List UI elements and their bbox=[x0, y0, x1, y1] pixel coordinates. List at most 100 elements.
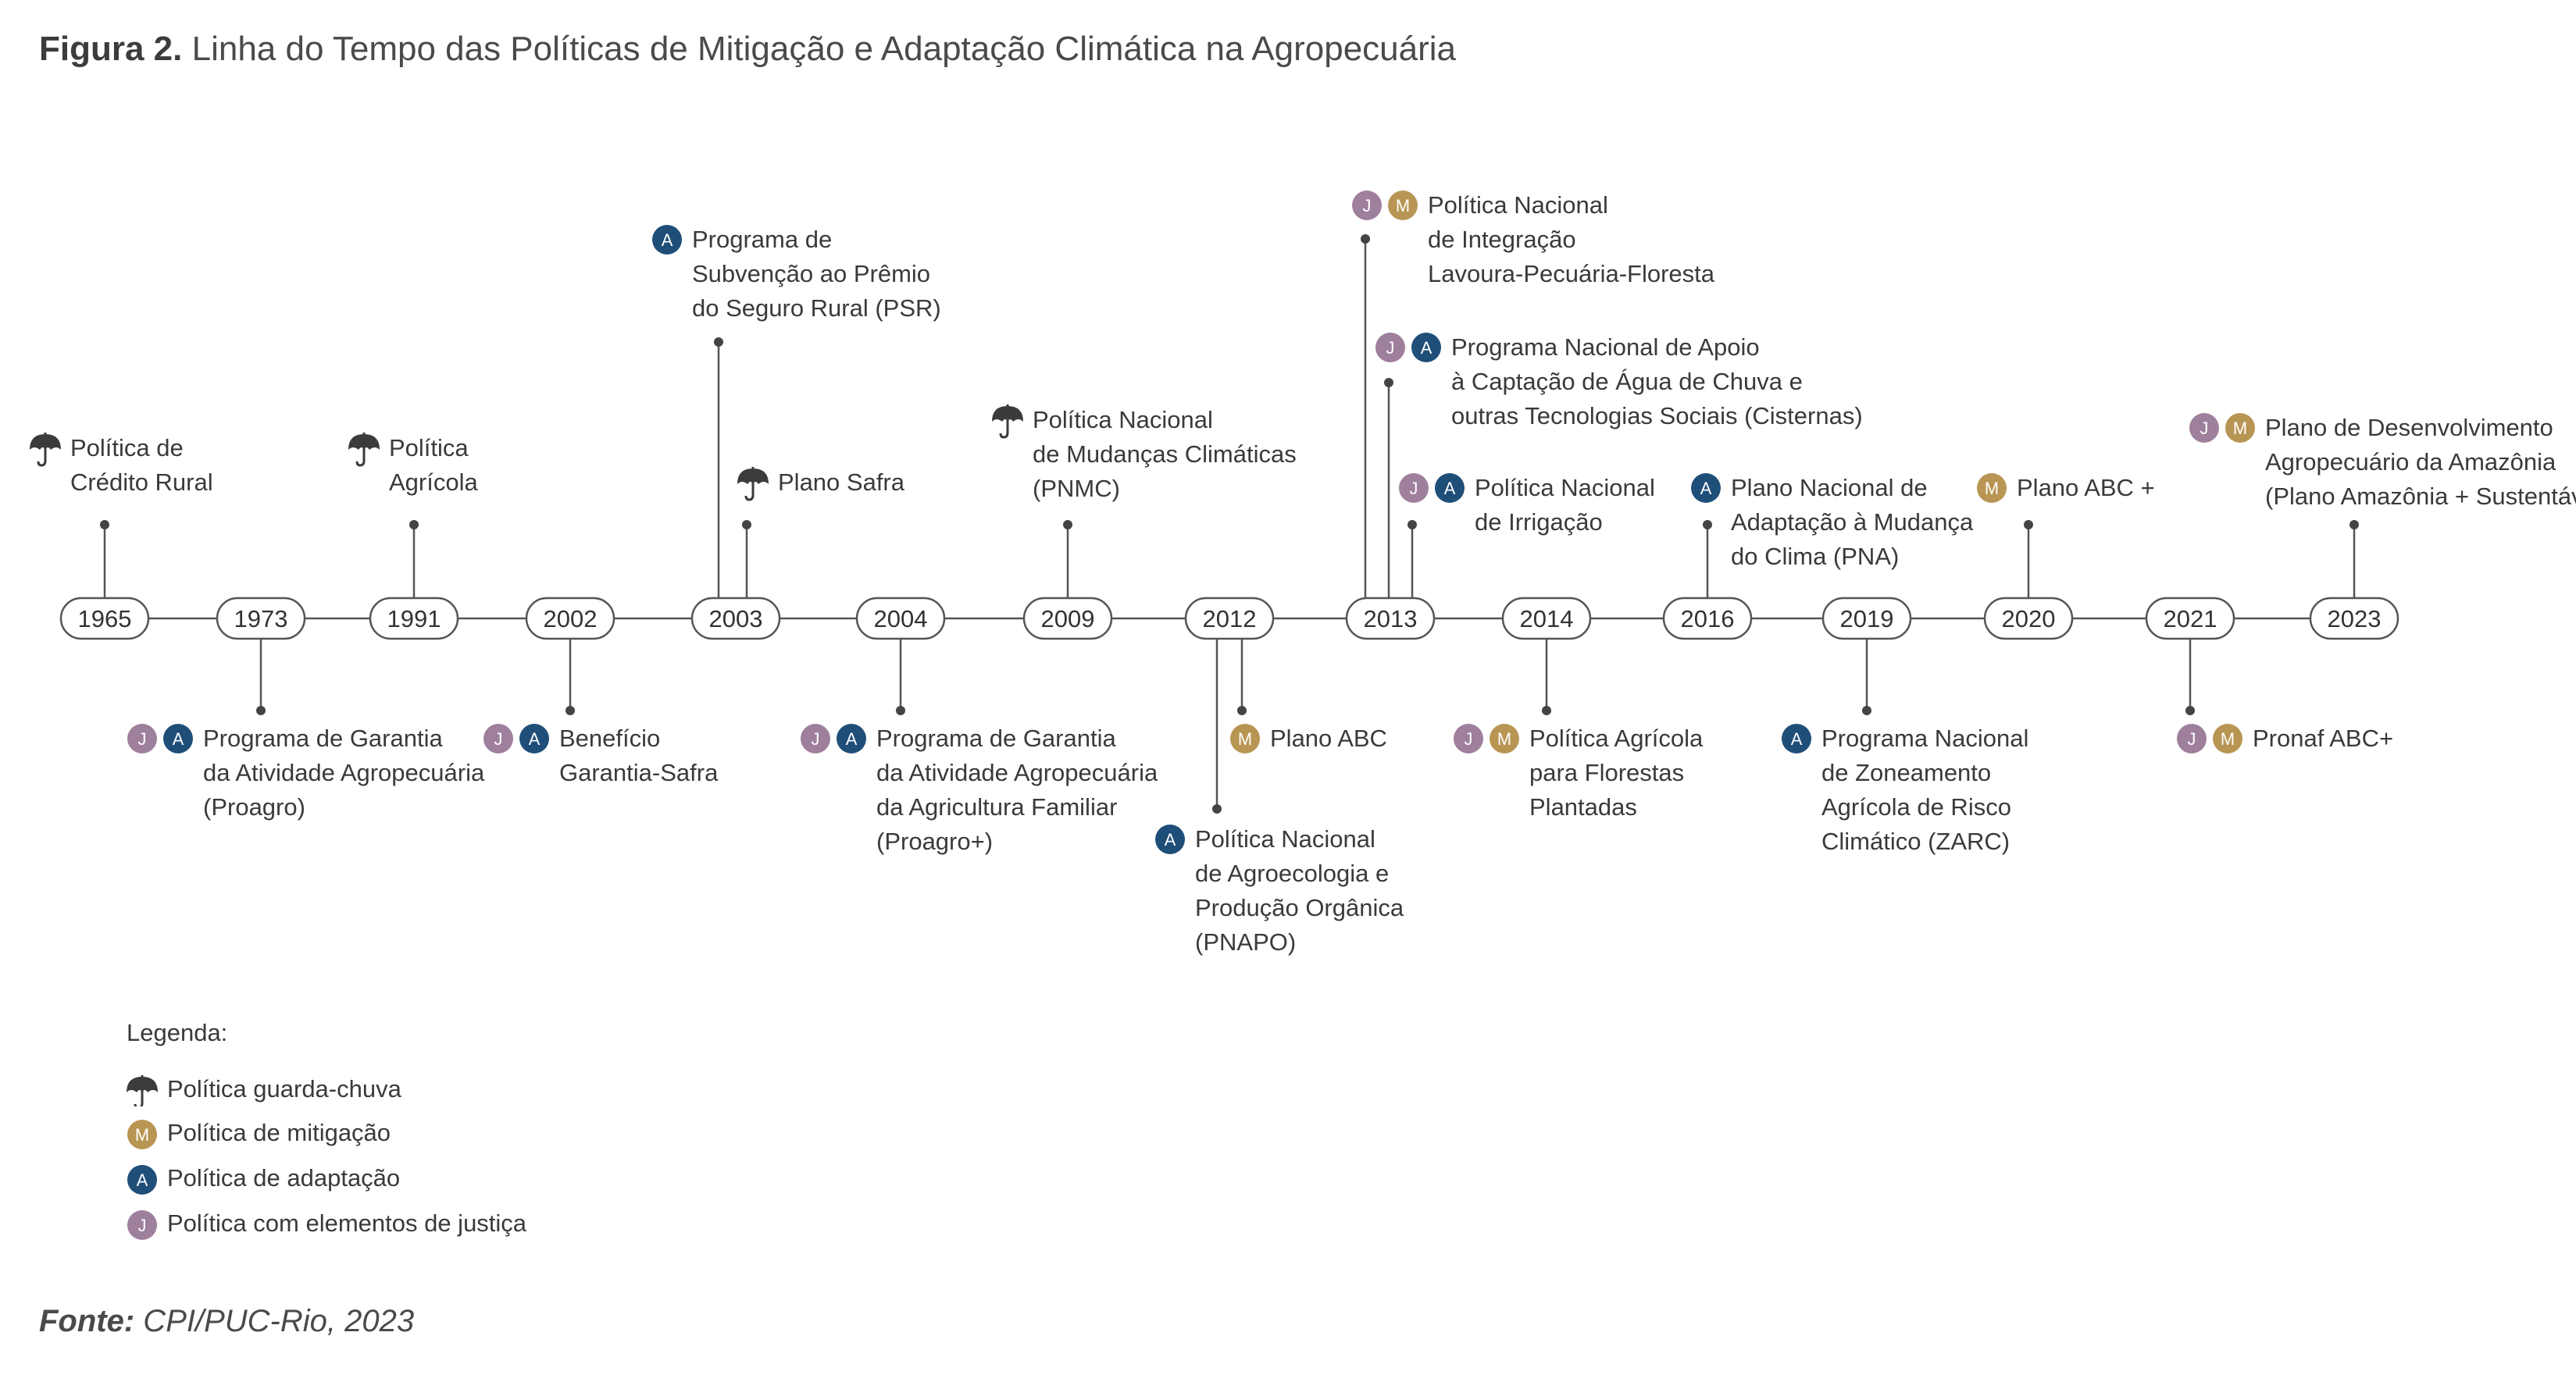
figure-source-text: CPI/PUC-Rio, 2023 bbox=[134, 1304, 415, 1338]
adaptation-badge-icon: A bbox=[1411, 333, 1441, 362]
event-text-line: Programa Nacional bbox=[1821, 725, 2029, 752]
year-marker-2019: 2019 bbox=[1821, 597, 1912, 640]
justice-badge-icon: J bbox=[801, 724, 830, 753]
event-text-line: Plano de Desenvolvimento bbox=[2265, 414, 2553, 441]
event-dot bbox=[256, 706, 266, 715]
event-text-line: (PNMC) bbox=[1033, 475, 1120, 502]
year-marker-2013: 2013 bbox=[1345, 597, 1436, 640]
event-text-line: da Atividade Agropecuária bbox=[876, 759, 1158, 786]
event-dot bbox=[1384, 378, 1393, 387]
event-text-line: Programa Nacional de Apoio bbox=[1451, 333, 1760, 361]
event-text-line: Subvenção ao Prêmio bbox=[692, 260, 931, 287]
justice-badge-icon: J bbox=[1399, 473, 1429, 503]
svg-text:M: M bbox=[1497, 729, 1511, 749]
event-dot bbox=[742, 520, 751, 529]
svg-text:A: A bbox=[1421, 338, 1432, 358]
event-dot bbox=[1063, 520, 1072, 529]
mitigation-badge-icon: M bbox=[2225, 413, 2255, 443]
event-dot bbox=[1862, 706, 1871, 715]
event-text-line: para Florestas bbox=[1529, 759, 1685, 786]
figure-source: Fonte: CPI/PUC-Rio, 2023 bbox=[39, 1304, 414, 1339]
event-text-line: Política Nacional bbox=[1195, 825, 1375, 853]
year-pill bbox=[59, 597, 150, 640]
mitigation-badge-icon: M bbox=[127, 1120, 157, 1149]
event-text-line: da Atividade Agropecuária bbox=[203, 759, 485, 786]
svg-text:J: J bbox=[1386, 338, 1395, 358]
mitigation-badge-icon: M bbox=[1977, 473, 2007, 503]
legend-label: Política de adaptação bbox=[167, 1164, 401, 1192]
event-text-line: de Integração bbox=[1428, 226, 1576, 253]
year-label: 2021 bbox=[2164, 605, 2217, 632]
year-label: 2020 bbox=[2002, 605, 2056, 632]
year-pill bbox=[1184, 597, 1275, 640]
year-pill bbox=[525, 597, 615, 640]
event-dot bbox=[100, 520, 109, 529]
adaptation-badge-icon: A bbox=[652, 225, 682, 255]
year-pill bbox=[1662, 597, 1753, 640]
year-pill bbox=[690, 597, 781, 640]
legend-title: Legenda: bbox=[127, 1019, 228, 1046]
svg-text:M: M bbox=[1396, 196, 1410, 216]
legend-label: Política com elementos de justiça bbox=[167, 1209, 527, 1237]
svg-text:M: M bbox=[1238, 729, 1252, 749]
year-marker-2014: 2014 bbox=[1501, 597, 1592, 640]
event-text-line: Produção Orgânica bbox=[1195, 894, 1404, 921]
year-label: 2023 bbox=[2328, 605, 2382, 632]
umbrella-icon bbox=[127, 1075, 158, 1106]
event-text-line: Programa de Garantia bbox=[203, 725, 443, 752]
year-label: 1973 bbox=[234, 605, 288, 632]
svg-text:M: M bbox=[1985, 479, 1999, 498]
year-label: 2004 bbox=[874, 605, 928, 632]
year-label: 2016 bbox=[1681, 605, 1735, 632]
event-text-line: Política de bbox=[70, 434, 184, 461]
event-text-line: Agropecuário da Amazônia bbox=[2265, 448, 2556, 476]
event-dot bbox=[714, 337, 723, 347]
event-text-line: de Agroecologia e bbox=[1195, 860, 1390, 887]
mitigation-badge-icon: M bbox=[1490, 724, 1519, 753]
svg-text:A: A bbox=[529, 729, 541, 749]
mitigation-badge-icon: M bbox=[2213, 724, 2242, 753]
event-text-line: Plantadas bbox=[1529, 793, 1637, 821]
year-marker-2016: 2016 bbox=[1662, 597, 1753, 640]
justice-badge-icon: J bbox=[1375, 333, 1405, 362]
event-text-line: Crédito Rural bbox=[70, 468, 213, 496]
year-marker-2023: 2023 bbox=[2309, 597, 2399, 640]
svg-text:J: J bbox=[1410, 479, 1418, 498]
event-text-line: Plano ABC + bbox=[2017, 474, 2155, 501]
year-pill bbox=[2145, 597, 2235, 640]
justice-badge-icon: J bbox=[2177, 724, 2207, 753]
year-marker-2012: 2012 bbox=[1184, 597, 1275, 640]
event-text-line: Agrícola de Risco bbox=[1821, 793, 2011, 821]
event-text-line: Plano Nacional de bbox=[1731, 474, 1928, 501]
event-dot bbox=[1408, 520, 1417, 529]
year-pill bbox=[1501, 597, 1592, 640]
svg-text:M: M bbox=[2233, 419, 2247, 438]
year-marker-1973: 1973 bbox=[216, 597, 306, 640]
event-text-line: Adaptação à Mudança bbox=[1731, 508, 1974, 536]
event-dot bbox=[896, 706, 905, 715]
event-dot bbox=[1703, 520, 1712, 529]
event-text-line: Garantia-Safra bbox=[559, 759, 719, 786]
year-label: 2009 bbox=[1041, 605, 1095, 632]
event-text-line: (Proagro+) bbox=[876, 828, 994, 855]
justice-badge-icon: J bbox=[1454, 724, 1483, 753]
year-marker-2002: 2002 bbox=[525, 597, 615, 640]
legend-label: Política guarda-chuva bbox=[167, 1075, 401, 1102]
figure-title-text: Linha do Tempo das Políticas de Mitigaçã… bbox=[182, 30, 1457, 68]
mitigation-badge-icon: M bbox=[127, 1120, 157, 1149]
svg-text:J: J bbox=[138, 1216, 147, 1235]
year-marker-2004: 2004 bbox=[855, 597, 946, 640]
event-text-line: Programa de bbox=[692, 226, 833, 253]
figure-title-prefix: Figura 2. bbox=[39, 30, 183, 68]
event-text-line: (Proagro) bbox=[203, 793, 305, 821]
